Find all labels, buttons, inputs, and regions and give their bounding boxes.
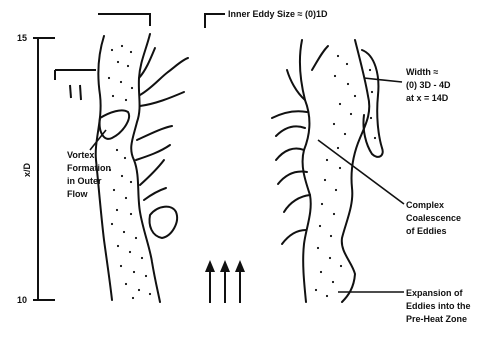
flow-arrowhead-1 [205,260,215,272]
left-branch-7 [140,160,164,185]
width-line-3: at x = 14D [406,93,449,103]
left-small-lobe [150,207,178,238]
inner-eddy-label: Inner Eddy Size ≈ (0)1D [228,9,328,19]
right-branch-5 [278,172,307,185]
inner-eddy-bracket-left [98,14,150,26]
left-branch-3 [140,92,184,106]
flow-arrowhead-3 [235,260,245,272]
expansion-line-1: Expansion of [406,288,464,298]
vortex-line-1: Vortex [67,150,94,160]
complex-coalescence-label: Complex Coalescence of Eddies [406,200,461,236]
inner-eddy-annotation [98,14,225,28]
right-flame-outer-edge [342,40,370,302]
expansion-line-2: Eddies into the [406,301,471,311]
left-branch-2 [140,72,168,95]
right-tongue [362,50,383,157]
coalescence-line-1: Complex [406,200,444,210]
left-flame-inner-edge [131,34,160,302]
right-branch-4 [276,148,304,160]
vortex-line-3: in Outer [67,176,102,186]
left-branch-6 [136,145,170,160]
coalescence-line-2: Coalescence [406,213,461,223]
width-label: Width ≈ (0) 3D - 4D at x = 14D [406,67,451,103]
width-line-2: (0) 3D - 4D [406,80,451,90]
left-branch-8 [144,188,166,200]
flow-arrowhead-2 [220,260,230,272]
left-branch-5 [137,126,172,140]
right-branch-6 [284,195,310,212]
inner-eddy-bracket-right [205,14,225,28]
right-branch-7 [282,230,306,244]
y-axis-label: x/D [22,163,32,178]
axis-mark-2 [80,85,81,100]
coalescence-leader [318,140,404,204]
right-branch-2 [272,111,307,118]
vortex-line-2: Formation [67,163,111,173]
expansion-label: Expansion of Eddies into the Pre-Heat Zo… [406,288,471,324]
left-flame-stipple [108,45,151,299]
axis-mark-1 [70,85,71,98]
left-eddy-branches [136,48,188,200]
vortex-line-4: Flow [67,189,88,199]
width-line-1: Width ≈ [406,67,438,77]
y-label-bottom: 10 [17,295,27,305]
vortex-formation-label: Vortex Formation in Outer Flow [67,150,111,199]
y-label-top: 15 [17,33,27,43]
left-vortex-lobe [100,110,129,138]
right-branch-3 [276,126,305,136]
right-branch-8 [312,46,328,70]
expansion-line-3: Pre-Heat Zone [406,314,467,324]
coalescence-line-3: of Eddies [406,226,447,236]
width-leader [364,78,402,82]
flow-arrows [205,260,245,303]
left-branch-4 [168,58,188,72]
